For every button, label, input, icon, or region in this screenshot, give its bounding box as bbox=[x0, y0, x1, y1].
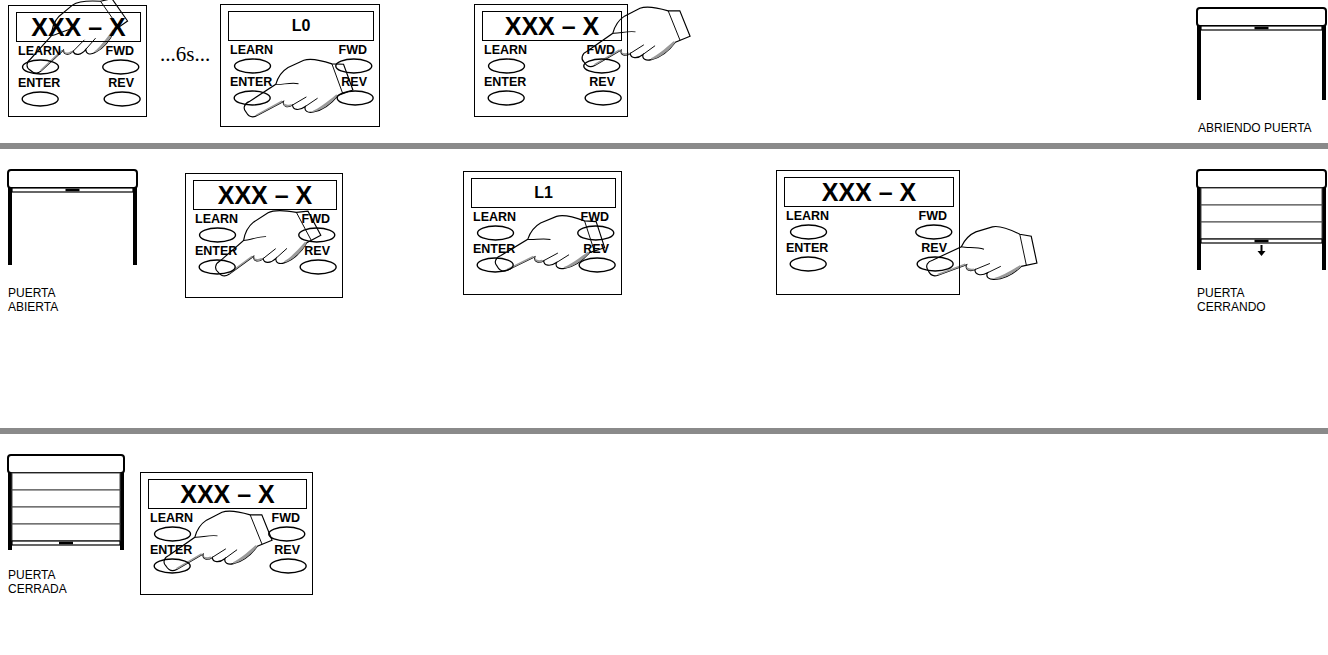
timing-note: ...6s... bbox=[160, 42, 210, 67]
button-label: FWD bbox=[587, 43, 615, 57]
button-label: LEARN bbox=[195, 212, 238, 226]
display-screen: L0 bbox=[228, 11, 374, 41]
control-panel: LEARN FWD ENTER REV XXX – X bbox=[8, 5, 147, 117]
door-illustration bbox=[1197, 170, 1326, 270]
button-label: FWD bbox=[339, 43, 367, 57]
display-screen: XXX – X bbox=[16, 12, 141, 42]
push-button bbox=[23, 60, 59, 74]
push-button bbox=[270, 559, 306, 573]
door-illustration bbox=[8, 170, 137, 265]
button-label: LEARN bbox=[150, 511, 193, 525]
button-label: LEARN bbox=[786, 209, 829, 223]
button-label: REV bbox=[341, 75, 367, 89]
push-button bbox=[234, 91, 270, 105]
display-screen: L1 bbox=[471, 178, 616, 208]
button-label: ENTER bbox=[786, 241, 828, 255]
push-button bbox=[478, 226, 514, 240]
push-button bbox=[269, 527, 305, 541]
button-label: ENTER bbox=[150, 543, 192, 557]
control-panel: LEARN FWD ENTER REV XXX – X bbox=[185, 173, 343, 298]
display-text: L1 bbox=[534, 184, 553, 202]
push-button bbox=[579, 258, 615, 272]
push-button bbox=[104, 92, 140, 106]
display-screen: XXX – X bbox=[193, 180, 337, 210]
button-label: FWD bbox=[919, 209, 947, 223]
button-label: ENTER bbox=[484, 75, 526, 89]
door-illustration bbox=[1197, 8, 1326, 100]
button-label: FWD bbox=[581, 210, 609, 224]
control-panel: LEARN FWD ENTER REV L1 bbox=[463, 171, 622, 295]
button-label: LEARN bbox=[230, 43, 273, 57]
push-button bbox=[337, 91, 373, 105]
button-label: REV bbox=[274, 543, 300, 557]
button-label: ENTER bbox=[230, 75, 272, 89]
control-panel: LEARN FWD ENTER REV XXX – X bbox=[140, 472, 313, 595]
button-label: REV bbox=[583, 242, 609, 256]
push-button bbox=[299, 228, 335, 242]
push-button bbox=[235, 59, 271, 73]
button-label: FWD bbox=[106, 44, 134, 58]
push-button bbox=[585, 91, 621, 105]
push-button bbox=[584, 59, 620, 73]
push-button bbox=[916, 225, 952, 239]
push-button bbox=[154, 559, 190, 573]
button-label: LEARN bbox=[18, 44, 61, 58]
display-text: XXX – X bbox=[31, 13, 126, 42]
door-state-label: PUERTA ABIERTA bbox=[8, 286, 80, 315]
display-text: XXX – X bbox=[505, 12, 600, 41]
push-button bbox=[200, 228, 236, 242]
button-label: ENTER bbox=[473, 242, 515, 256]
button-label: REV bbox=[304, 244, 330, 258]
push-button bbox=[917, 257, 953, 271]
push-button bbox=[336, 59, 372, 73]
door-state-label: PUERTA CERRANDO bbox=[1197, 286, 1281, 315]
control-panel: LEARN FWD ENTER REV L0 bbox=[220, 4, 380, 127]
display-screen: XXX – X bbox=[148, 479, 307, 509]
door-state-label: PUERTA CERRADA bbox=[8, 568, 80, 597]
push-button bbox=[790, 257, 826, 271]
push-button bbox=[155, 527, 191, 541]
control-panel: LEARN FWD ENTER REV XXX – X bbox=[474, 4, 628, 117]
button-label: REV bbox=[921, 241, 947, 255]
push-button bbox=[791, 225, 827, 239]
display-text: XXX – X bbox=[822, 178, 917, 207]
button-label: ENTER bbox=[18, 76, 60, 90]
button-label: FWD bbox=[272, 511, 300, 525]
display-text: XXX – X bbox=[218, 181, 313, 210]
push-button bbox=[199, 260, 235, 274]
push-button bbox=[103, 60, 139, 74]
display-text: XXX – X bbox=[180, 480, 275, 509]
push-button bbox=[477, 258, 513, 272]
display-screen: XXX – X bbox=[482, 11, 622, 41]
display-screen: XXX – X bbox=[784, 177, 954, 207]
push-button bbox=[578, 226, 614, 240]
push-button bbox=[300, 260, 336, 274]
separator-bar bbox=[0, 428, 1328, 434]
display-text: L0 bbox=[292, 17, 311, 35]
button-label: FWD bbox=[302, 212, 330, 226]
door-illustration bbox=[8, 455, 124, 550]
push-button bbox=[488, 91, 524, 105]
push-button bbox=[489, 59, 525, 73]
push-button bbox=[22, 92, 58, 106]
separator-bar bbox=[0, 143, 1328, 149]
door-state-label: ABRIENDO PUERTA bbox=[1198, 121, 1312, 135]
button-label: REV bbox=[589, 75, 615, 89]
button-label: REV bbox=[108, 76, 134, 90]
control-panel: LEARN FWD ENTER REV XXX – X bbox=[776, 170, 960, 295]
button-label: LEARN bbox=[484, 43, 527, 57]
button-label: LEARN bbox=[473, 210, 516, 224]
hand-icon bbox=[921, 219, 1038, 293]
button-label: ENTER bbox=[195, 244, 237, 258]
